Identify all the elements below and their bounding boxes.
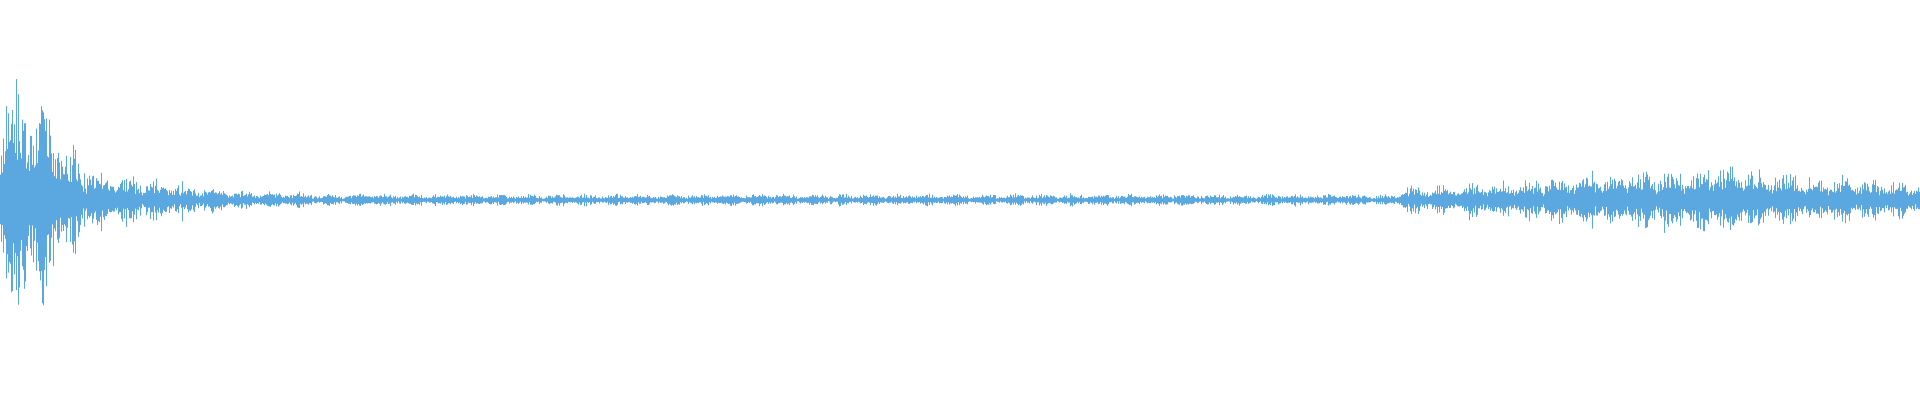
waveform-path <box>0 79 1920 306</box>
waveform-bars <box>0 79 1920 306</box>
